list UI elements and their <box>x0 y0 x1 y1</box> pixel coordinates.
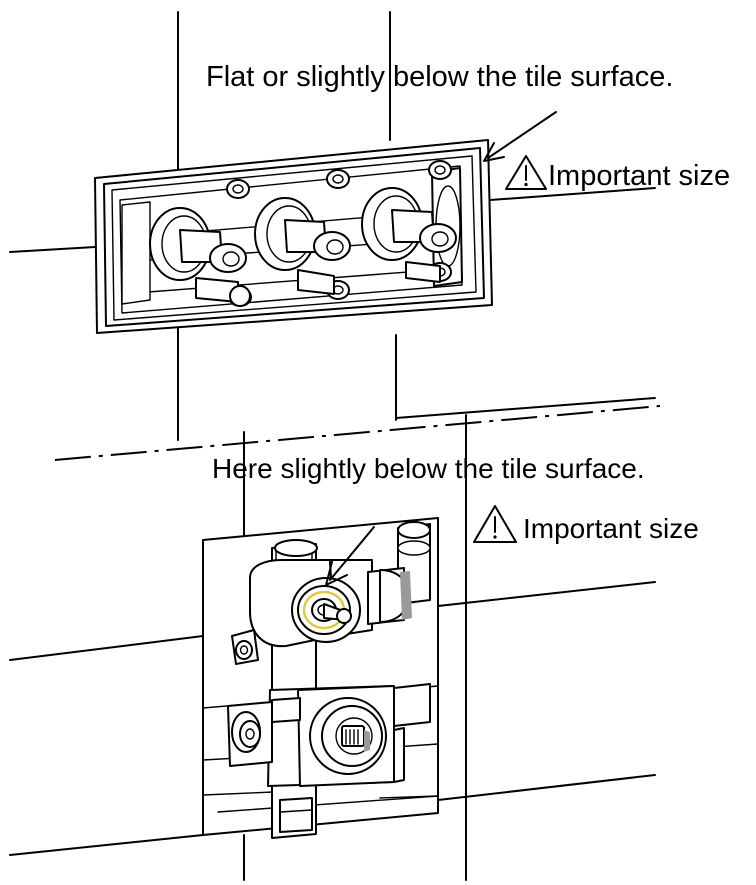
concealed-box <box>94 139 493 334</box>
bottom-warning-label: Important size <box>523 513 699 544</box>
valve-outlet-right <box>361 187 457 283</box>
section-divider <box>54 405 661 461</box>
top-warning-icon <box>505 155 547 190</box>
thermostat-body <box>227 683 431 787</box>
bottom-tile-grid <box>9 414 656 881</box>
valve-outlet-left <box>149 207 251 307</box>
top-callout-text: Flat or slightly below the tile surface. <box>206 61 673 93</box>
bottom-warning-icon <box>473 505 517 543</box>
bottom-callout-text: Here slightly below the tile surface. <box>212 453 645 484</box>
valve-outlet-middle <box>254 197 351 295</box>
bottom-arrow <box>325 526 375 586</box>
top-arrow <box>483 111 557 162</box>
upper-right-pipe <box>397 521 431 605</box>
diverter-body <box>231 559 412 665</box>
top-warning-label: Important size <box>548 160 730 192</box>
